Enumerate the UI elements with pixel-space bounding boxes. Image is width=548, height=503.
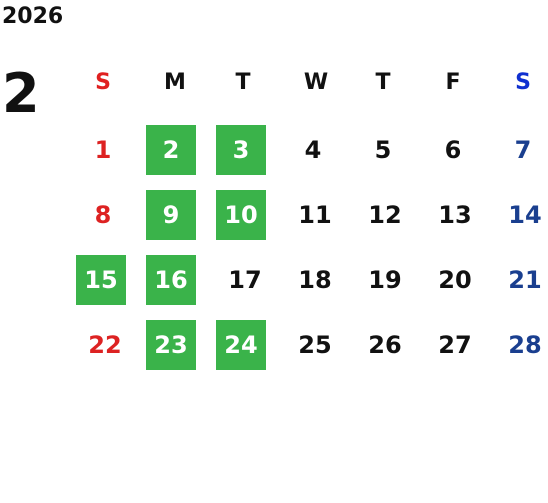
day-cell-highlighted[interactable]: 23 [146, 320, 196, 370]
day-cell[interactable]: 7 [514, 136, 532, 164]
weekday-saturday: S [515, 69, 531, 95]
day-cell[interactable]: 5 [374, 136, 392, 164]
day-cell-highlighted[interactable]: 24 [216, 320, 266, 370]
day-cell[interactable]: 21 [508, 266, 542, 294]
weekday-tuesday: T [235, 69, 251, 95]
day-cell-highlighted[interactable]: 10 [216, 190, 266, 240]
day-cell[interactable]: 1 [94, 136, 112, 164]
day-cell[interactable]: 28 [508, 331, 542, 359]
day-cell[interactable]: 13 [438, 201, 472, 229]
weekday-friday: F [445, 69, 461, 95]
day-cell[interactable]: 11 [298, 201, 332, 229]
day-cell[interactable]: 25 [298, 331, 332, 359]
day-cell-highlighted[interactable]: 16 [146, 255, 196, 305]
day-cell[interactable]: 12 [368, 201, 402, 229]
weekday-thursday: T [375, 69, 391, 95]
day-cell-highlighted[interactable]: 9 [146, 190, 196, 240]
weekday-sunday: S [95, 69, 111, 95]
day-cell[interactable]: 22 [88, 331, 122, 359]
weekday-wednesday: W [303, 69, 329, 95]
day-cell[interactable]: 27 [438, 331, 472, 359]
year-label: 2026 [2, 4, 64, 29]
day-cell[interactable]: 14 [508, 201, 542, 229]
day-cell-highlighted[interactable]: 3 [216, 125, 266, 175]
weekday-monday: M [164, 69, 186, 95]
month-number: 2 [2, 62, 40, 125]
day-cell[interactable]: 6 [444, 136, 462, 164]
day-cell[interactable]: 20 [438, 266, 472, 294]
day-cell[interactable]: 4 [304, 136, 322, 164]
day-cell[interactable]: 17 [228, 266, 262, 294]
day-cell[interactable]: 26 [368, 331, 402, 359]
day-cell[interactable]: 8 [94, 201, 112, 229]
day-cell-highlighted[interactable]: 15 [76, 255, 126, 305]
day-cell[interactable]: 19 [368, 266, 402, 294]
day-cell[interactable]: 18 [298, 266, 332, 294]
day-cell-highlighted[interactable]: 2 [146, 125, 196, 175]
